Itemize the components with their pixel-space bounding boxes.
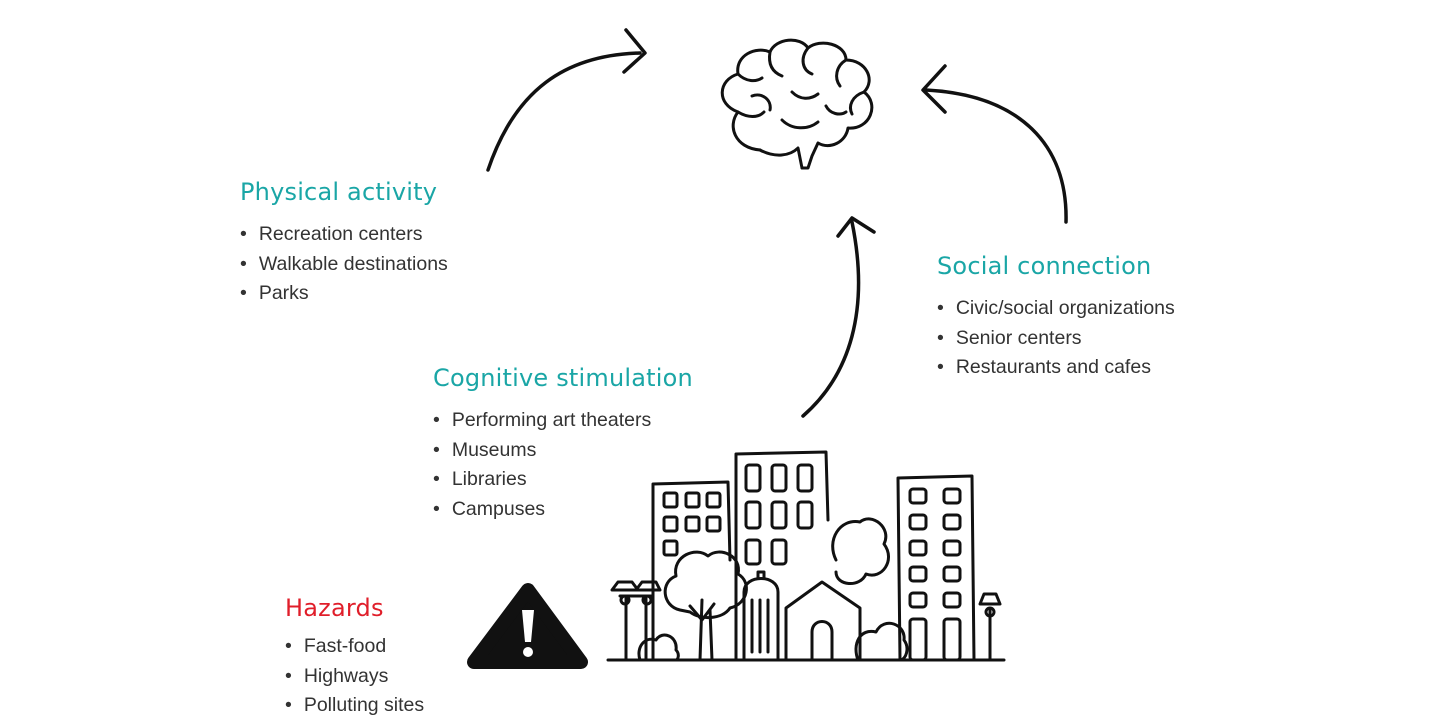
physical-activity-heading: Physical activity <box>240 178 438 206</box>
arrow-physical-to-brain <box>486 28 647 172</box>
social-connection-list: Civic/social organizations Senior center… <box>937 294 1175 383</box>
list-item: Polluting sites <box>285 691 424 721</box>
arrow-social-to-brain <box>921 64 1068 224</box>
list-item: Senior centers <box>937 324 1175 354</box>
list-item: Museums <box>433 436 693 466</box>
hazards-list: Fast-food Highways Polluting sites <box>285 632 424 721</box>
hazards-heading: Hazards <box>285 594 384 622</box>
list-item: Performing art theaters <box>433 406 693 436</box>
arrow-city-to-brain <box>801 216 876 418</box>
list-item: Restaurants and cafes <box>937 353 1175 383</box>
list-item: Highways <box>285 662 424 692</box>
social-connection-group: Social connection Civic/social organizat… <box>937 252 1175 383</box>
list-item: Civic/social organizations <box>937 294 1175 324</box>
list-item: Campuses <box>433 495 693 525</box>
list-item: Recreation centers <box>240 220 448 250</box>
cognitive-stimulation-heading: Cognitive stimulation <box>433 364 693 392</box>
list-item: Fast-food <box>285 632 424 662</box>
physical-activity-group: Physical activity Recreation centers Wal… <box>240 178 448 309</box>
warning-triangle-icon <box>467 583 588 669</box>
cognitive-stimulation-list: Performing art theaters Museums Librarie… <box>433 406 693 524</box>
hazards-group: Hazards Fast-food Highways Polluting sit… <box>285 594 424 721</box>
list-item: Parks <box>240 279 448 309</box>
city-buildings-icon <box>606 450 1006 662</box>
brain-icon <box>720 38 874 170</box>
physical-activity-list: Recreation centers Walkable destinations… <box>240 220 448 309</box>
list-item: Walkable destinations <box>240 250 448 280</box>
cognitive-stimulation-group: Cognitive stimulation Performing art the… <box>433 364 693 524</box>
list-item: Libraries <box>433 465 693 495</box>
social-connection-heading: Social connection <box>937 252 1152 280</box>
